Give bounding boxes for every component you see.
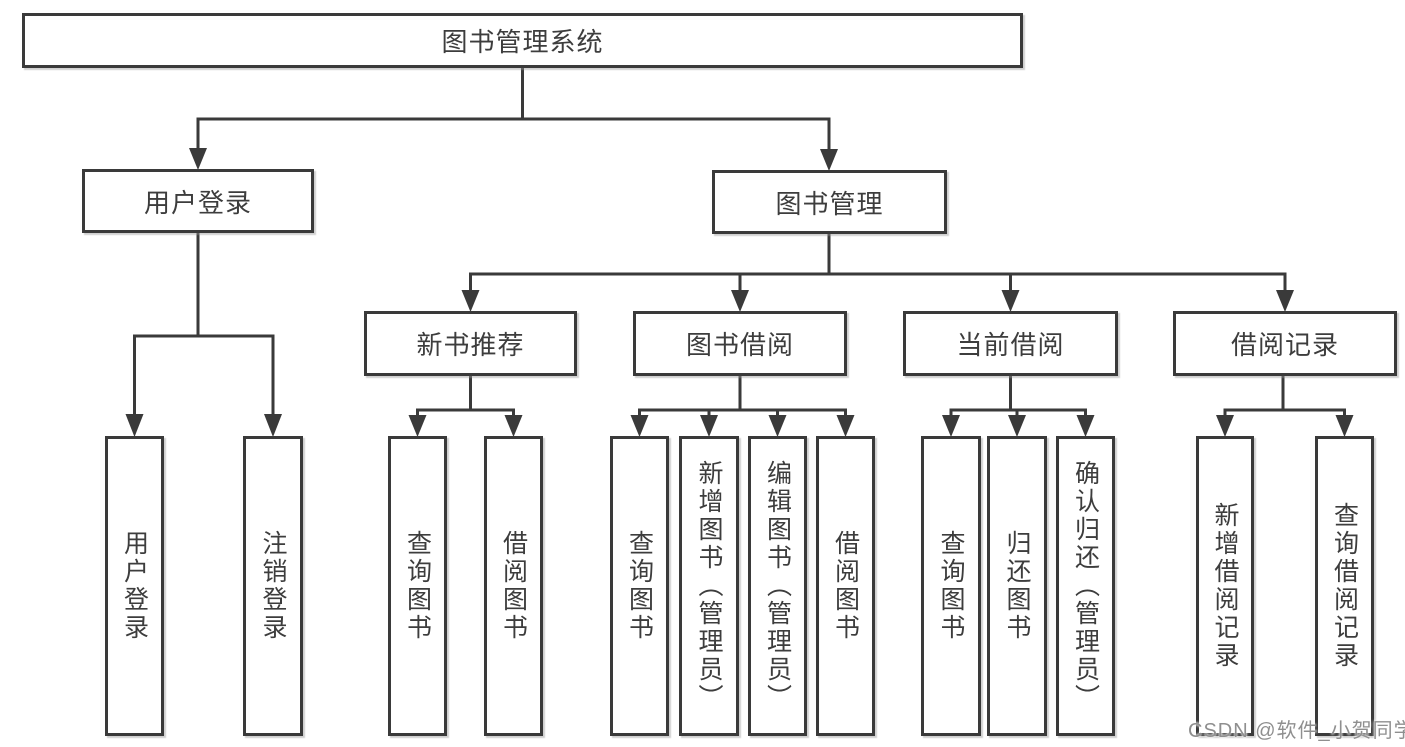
leaf-query-books-borrow: 查询图书	[610, 436, 669, 736]
leaf-return-books: 归还图书	[987, 436, 1047, 736]
leaf-confirm-return-admin: 确认归还（管理员）	[1056, 436, 1115, 736]
connector-new-book-recommend-to-children	[408, 376, 523, 437]
leaf-query-books-current: 查询图书	[921, 436, 981, 736]
node-borrow-records: 借阅记录	[1173, 311, 1397, 376]
connector-book-borrow-to-children	[630, 376, 855, 437]
connector-borrow-records-to-children	[1216, 376, 1354, 437]
node-book-management: 图书管理	[712, 170, 947, 234]
node-user-login: 用户登录	[82, 169, 314, 233]
connector-root-to-level2	[189, 68, 838, 171]
leaf-edit-books-admin: 编辑图书（管理员）	[748, 436, 807, 736]
node-book-borrow: 图书借阅	[633, 311, 847, 376]
connector-book-management-to-level3	[461, 234, 1294, 312]
node-current-borrow: 当前借阅	[903, 311, 1118, 376]
leaf-user-login: 用户登录	[105, 436, 164, 736]
leaf-add-books-admin: 新增图书（管理员）	[679, 436, 739, 736]
connector-user-login-to-children	[125, 233, 282, 437]
leaf-borrow-books-recommend: 借阅图书	[484, 436, 543, 736]
leaf-query-borrow-record: 查询借阅记录	[1315, 436, 1374, 736]
leaf-logout: 注销登录	[243, 436, 303, 736]
leaf-borrow-books: 借阅图书	[816, 436, 875, 736]
leaf-query-books-recommend: 查询图书	[388, 436, 447, 736]
node-new-book-recommend: 新书推荐	[364, 311, 577, 376]
node-library-system: 图书管理系统	[22, 13, 1023, 68]
watermark: CSDN @软件_小贺同学	[1188, 720, 1405, 742]
leaf-add-borrow-record: 新增借阅记录	[1196, 436, 1254, 736]
connector-current-borrow-to-children	[942, 376, 1095, 437]
